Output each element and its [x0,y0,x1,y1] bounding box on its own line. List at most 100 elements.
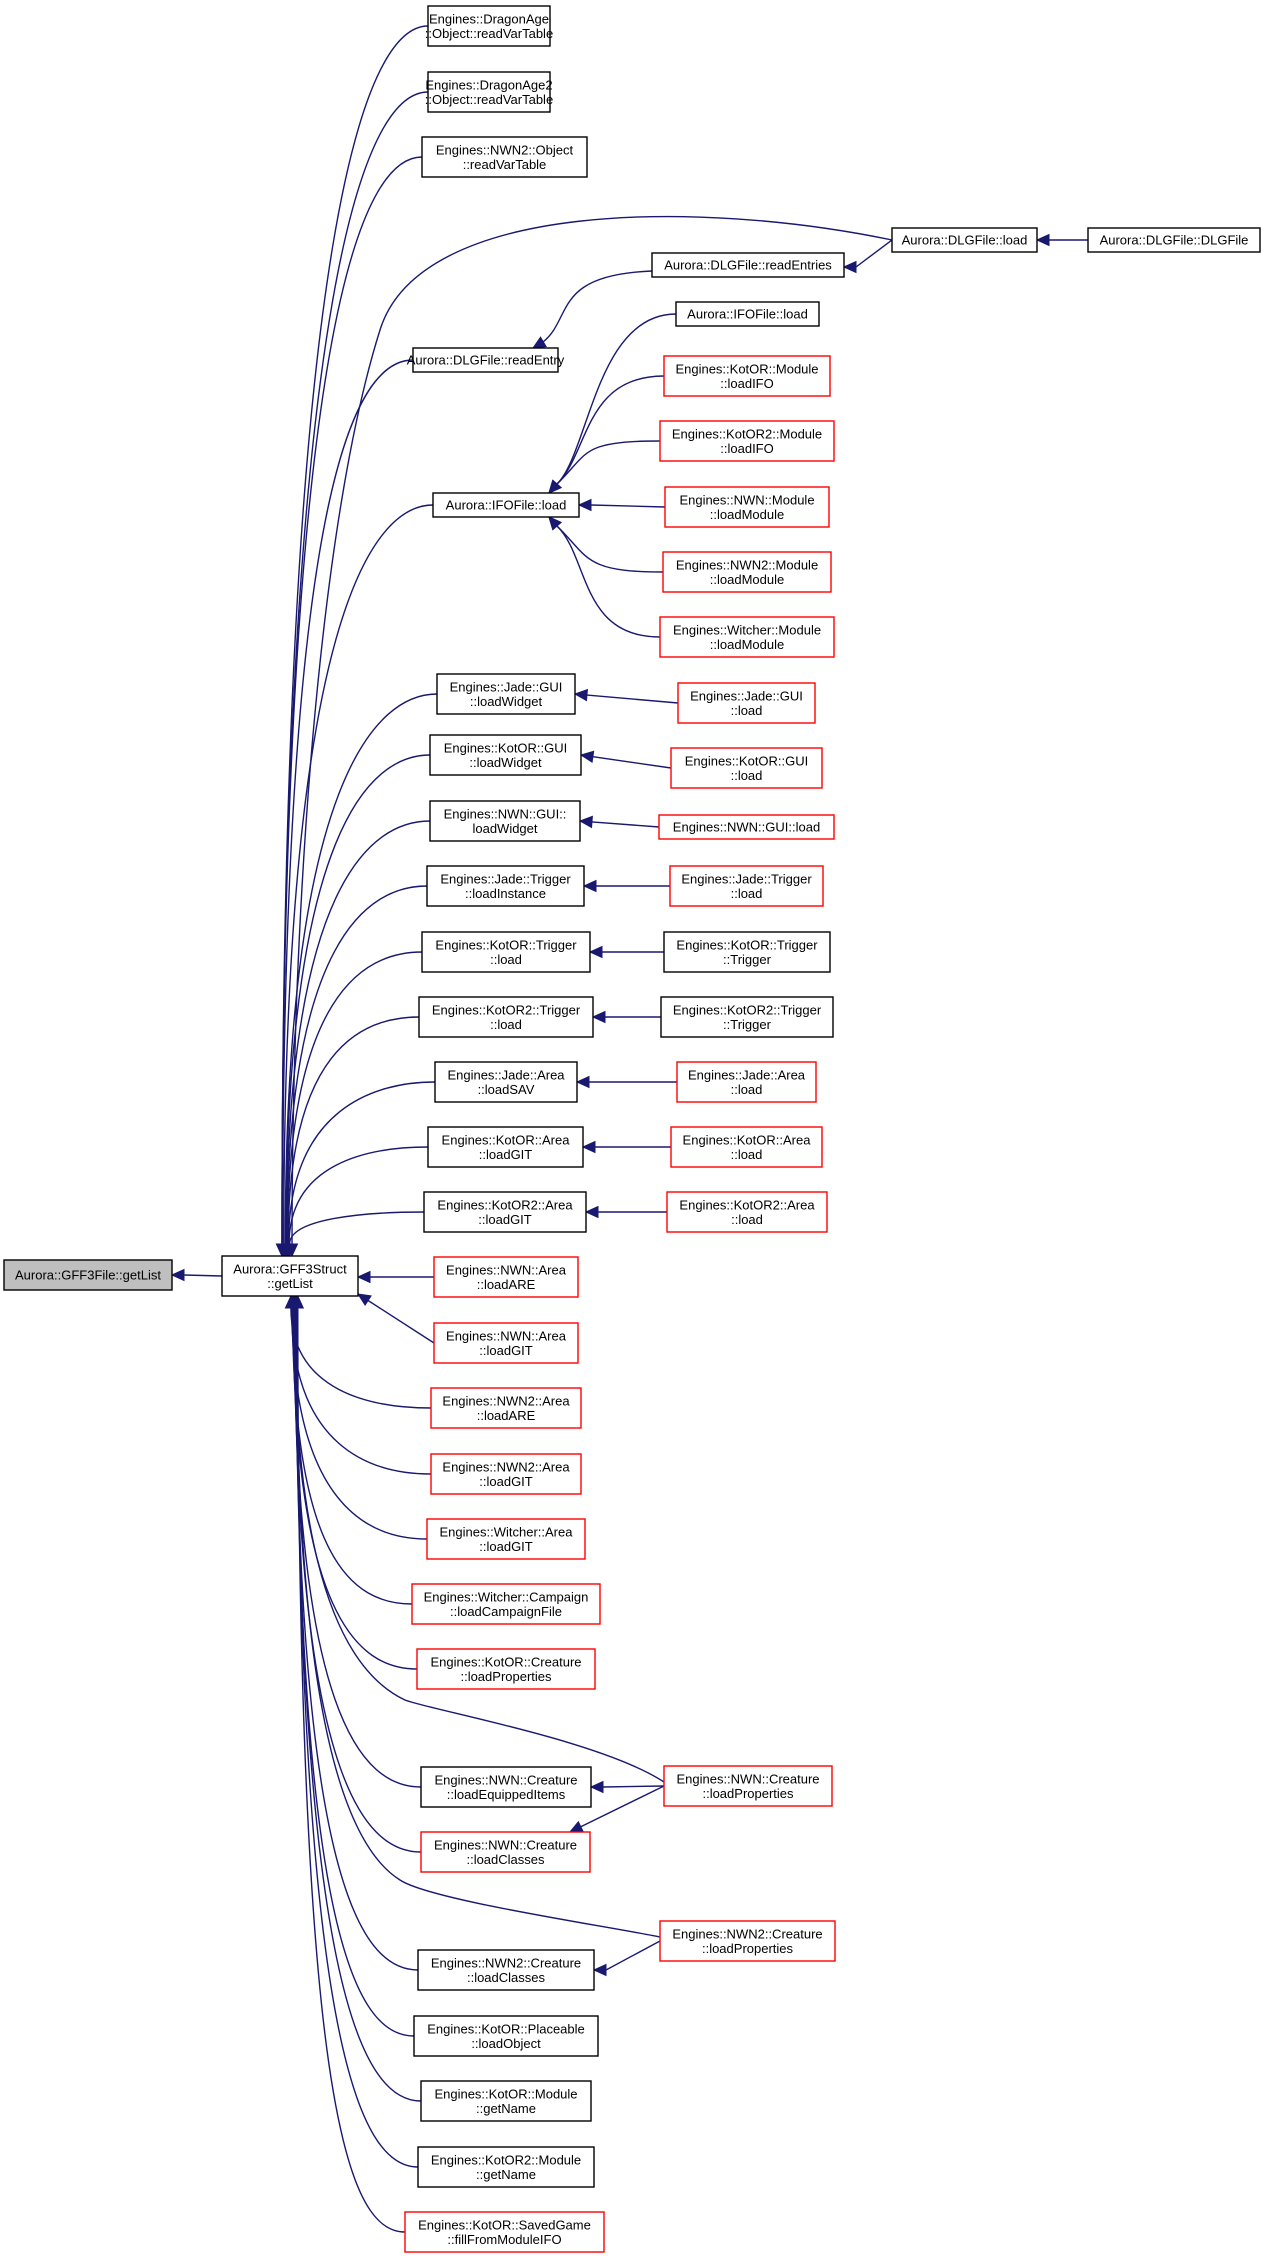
node-nwn_creature_loadequippeditems[interactable]: Engines::NWN::Creature::loadEquippedItem… [420,1766,592,1808]
node-label: ::loadIFO [720,376,773,391]
node-kotor_gui_loadwidget[interactable]: Engines::KotOR::GUI::loadWidget [429,734,582,776]
node-kotor2_trigger_ctor[interactable]: Engines::KotOR2::Trigger::Trigger [660,996,834,1038]
node-witcher_campaign_loadcampaignfile[interactable]: Engines::Witcher::Campaign::loadCampaign… [411,1583,601,1625]
edge-arrowhead [584,1205,599,1219]
node-kotor_area_load[interactable]: Engines::KotOR::Area::load [670,1126,823,1168]
node-label: ::getName [476,2101,536,2116]
node-box [666,1191,828,1233]
node-box [416,1648,596,1690]
node-label: ::loadGIT [479,1539,533,1554]
node-kotor_trigger_ctor[interactable]: Engines::KotOR::Trigger::Trigger [663,931,831,973]
node-nwn2_area_loadgit[interactable]: Engines::NWN2::Area::loadGIT [430,1453,582,1495]
edge-arrowhead [568,1820,584,1833]
node-kotor_placeable_loadobject[interactable]: Engines::KotOR::Placeable::loadObject [413,2015,599,2057]
node-kotor_module_loadifo[interactable]: Engines::KotOR::Module::loadIFO [663,355,831,397]
node-kotor2_module_getname[interactable]: Engines::KotOR2::Module::getName [417,2146,595,2188]
node-dlgfile_load[interactable]: Aurora::DLGFile::load [891,227,1038,253]
node-kotor2_area_loadgit[interactable]: Engines::KotOR2::Area::loadGIT [423,1191,587,1233]
node-kotor_savedgame_fillfrommoduleifo[interactable]: Engines::KotOR::SavedGame::fillFromModul… [404,2211,605,2253]
node-jade_area_load[interactable]: Engines::Jade::Area::load [676,1061,817,1103]
node-label: Aurora::IFOFile::load [446,498,567,513]
node-jade_gui_loadwidget[interactable]: Engines::Jade::GUI::loadWidget [436,673,576,715]
node-nwn_gui_loadwidget[interactable]: Engines::NWN::GUI::loadWidget [429,800,581,842]
node-kotor2_trigger_load[interactable]: Engines::KotOR2::Trigger::load [418,996,594,1038]
node-nwn_gui_load[interactable]: Engines::NWN::GUI::load [658,814,835,840]
edge-line [290,1307,432,1409]
edge-kotor_area_loadgit-to-gff3struct_getlist [282,1146,429,1258]
node-kotor_gui_load[interactable]: Engines::KotOR::GUI::load [670,747,823,789]
edge-arrowhead [575,1075,590,1089]
edge-arrowhead [531,336,547,349]
node-jade_trigger_load[interactable]: Engines::Jade::Trigger::load [669,865,824,907]
node-box [417,2146,595,2188]
edge-line [292,1307,418,1670]
node-box [670,747,823,789]
node-nwn2_creature_loadproperties[interactable]: Engines::NWN2::Creature::loadProperties [659,1920,836,1962]
node-ifofile_load[interactable]: Aurora::IFOFile::load [432,492,580,518]
edge-line [294,1307,419,1971]
node-kotor_module_getname[interactable]: Engines::KotOR::Module::getName [420,2080,592,2122]
node-label: ::loadObject [471,2036,541,2051]
node-label: Aurora::DLGFile::readEntries [664,258,832,273]
node-nwn_area_loadare[interactable]: Engines::NWN::Area::loadARE [433,1256,579,1298]
node-kotor2_area_load[interactable]: Engines::KotOR2::Area::load [666,1191,828,1233]
node-label: ::load [490,1017,522,1032]
node-box [659,616,835,658]
edge-line [591,821,660,828]
node-witcher_area_loadgit[interactable]: Engines::Witcher::Area::loadGIT [426,1518,586,1560]
edge-line [281,156,423,1245]
node-label: ::loadModule [710,507,784,522]
edge-arrowhead [548,479,562,494]
edge-line [287,1081,436,1245]
edge-kotor_area_load-to-kotor_area_loadgit [581,1140,671,1154]
node-jade_gui_load[interactable]: Engines::Jade::GUI::load [677,682,816,724]
node-gff3struct_getlist[interactable]: Aurora::GFF3Struct::getList [221,1255,359,1297]
edge-line [296,1307,422,2102]
node-box [436,673,576,715]
edge-line [293,1307,665,1783]
edge-line [580,1785,665,1828]
node-ifofile_load_right[interactable]: Aurora::IFOFile::load [675,301,820,327]
node-nwn2_object_readvartable[interactable]: Engines::NWN2::Object::readVarTable [421,136,588,178]
node-nwn2_module_loadmodule[interactable]: Engines::NWN2::Module::loadModule [662,551,832,593]
node-nwn2_creature_loadclasses[interactable]: Engines::NWN2::Creature::loadClasses [417,1949,595,1991]
edge-line [291,215,893,1245]
node-box [429,734,582,776]
node-label: ::loadWidget [469,755,542,770]
node-dlgfile_readentry[interactable]: Aurora::DLGFile::readEntry [407,347,565,373]
node-box [413,2015,599,2057]
node-nwn_creature_loadclasses[interactable]: Engines::NWN::Creature::loadClasses [420,1831,591,1873]
node-box [659,1920,836,1962]
node-nwn_creature_loadproperties[interactable]: Engines::NWN::Creature::loadProperties [663,1765,833,1807]
node-kotor2_module_loadifo[interactable]: Engines::KotOR2::Module::loadIFO [659,420,835,462]
node-dlgfile_ctor[interactable]: Aurora::DLGFile::DLGFile [1087,227,1261,253]
node-label: Engines::Witcher::Campaign [424,1589,589,1604]
edge-line [285,754,431,1245]
node-nwn_module_loadmodule[interactable]: Engines::NWN::Module::loadModule [664,486,830,528]
node-dragonage_readvartable[interactable]: Engines::DragonAge::Object::readVarTable [425,5,553,47]
node-dragonage2_readvartable[interactable]: Engines::DragonAge2::Object::readVarTabl… [425,71,553,113]
edge-arrowhead [356,1270,371,1284]
edge-line [556,375,665,485]
node-label: ::loadARE [477,1277,536,1292]
node-jade_trigger_loadinstance[interactable]: Engines::Jade::Trigger::loadInstance [426,865,585,907]
node-jade_area_loadsav[interactable]: Engines::Jade::Area::loadSAV [434,1061,578,1103]
node-nwn_area_loadgit[interactable]: Engines::NWN::Area::loadGIT [433,1322,579,1364]
node-nwn2_area_loadare[interactable]: Engines::NWN2::Area::loadARE [430,1387,582,1429]
node-kotor_creature_loadproperties[interactable]: Engines::KotOR::Creature::loadProperties [416,1648,596,1690]
node-kotor_area_loadgit[interactable]: Engines::KotOR::Area::loadGIT [427,1126,584,1168]
node-dlgfile_readentries[interactable]: Aurora::DLGFile::readEntries [651,252,845,278]
edge-line [288,1146,429,1245]
node-box [891,227,1038,253]
node-gff3file_getlist[interactable]: Aurora::GFF3File::getList [3,1259,173,1291]
node-box [663,1765,833,1807]
node-box [433,1256,579,1298]
edge-dlgfile_ctor-to-dlgfile_load [1035,233,1088,247]
node-box [432,492,580,518]
node-label: Engines::KotOR::Module [434,2086,577,2101]
node-kotor_trigger_load[interactable]: Engines::KotOR::Trigger::load [421,931,591,973]
node-box [426,1518,586,1560]
edge-kotor2_area_loadgit-to-gff3struct_getlist [283,1211,425,1258]
edge-nwn2_area_loadgit-to-gff3struct_getlist [285,1294,432,1475]
node-witcher_module_loadmodule[interactable]: Engines::Witcher::Module::loadModule [659,616,835,658]
